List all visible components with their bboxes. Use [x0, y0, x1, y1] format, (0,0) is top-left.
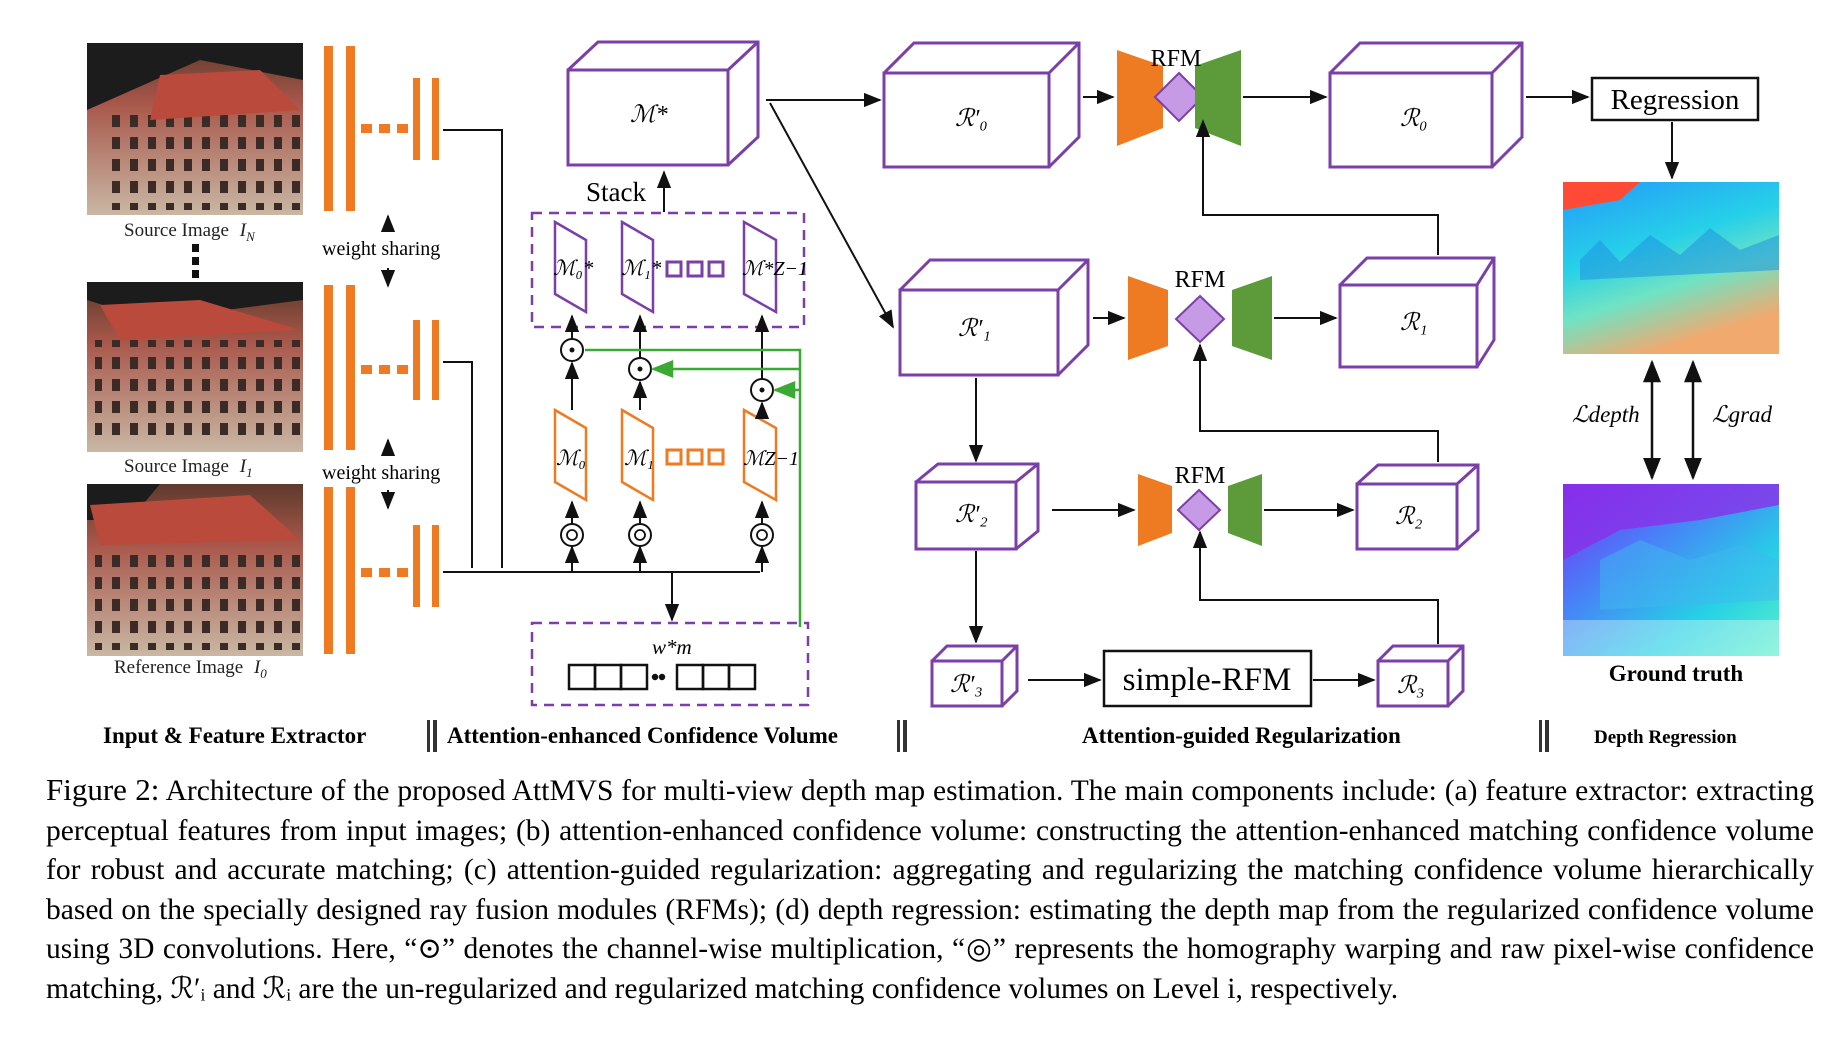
mz-label: ℳZ−1	[743, 448, 799, 470]
r0p-volume	[882, 41, 1081, 169]
rfm-label-0: RFM	[1151, 46, 1202, 72]
figure-caption-text: Architecture of the proposed AttMVS for …	[46, 775, 1814, 1005]
m1-star-slice	[620, 219, 655, 315]
rfm-block-2	[1138, 474, 1262, 546]
multiply-node-0	[560, 338, 584, 362]
predicted-depth-map	[1563, 182, 1779, 354]
mz-slice	[742, 407, 778, 503]
r2p-volume	[914, 462, 1040, 551]
source-image-1-label: Source Image I1	[124, 456, 253, 480]
m0-star-label: ℳ₀*	[553, 256, 594, 280]
attention-weight-connectors	[585, 348, 802, 627]
r3p-volume	[930, 644, 1019, 708]
source-image-1	[87, 282, 303, 452]
m0-label: ℳ₀	[556, 446, 586, 470]
feature-extractor-ref	[324, 487, 439, 654]
source-image-n	[87, 43, 303, 215]
weight-sharing-label-2: weight sharing	[322, 462, 440, 484]
ground-truth-label: Ground truth	[1609, 661, 1744, 686]
section-divider-3	[1539, 720, 1549, 752]
r2p-label: ℛ′₂	[955, 502, 988, 528]
warp-node-0	[560, 523, 584, 547]
m-star-volume	[566, 40, 760, 167]
rfm-label-2: RFM	[1175, 463, 1226, 489]
reference-image	[87, 484, 303, 656]
regression-label: Regression	[1611, 84, 1740, 116]
attention-volumes-box	[530, 211, 806, 329]
section-volume-label: Attention-enhanced Confidence Volume	[447, 723, 838, 748]
section-depth-label: Depth Regression	[1594, 727, 1737, 748]
r0-volume	[1328, 41, 1524, 169]
r1-volume	[1338, 256, 1496, 369]
section-divider-1	[427, 720, 437, 752]
figure-caption: Figure 2: Architecture of the proposed A…	[46, 770, 1814, 1009]
regression-box	[1590, 76, 1760, 122]
multiply-node-1	[628, 357, 652, 381]
feature-connectors	[443, 129, 760, 573]
simple-rfm-label: simple-RFM	[1123, 662, 1292, 698]
depth-loss-label: ℒdepth	[1572, 402, 1640, 427]
warp-node-z	[750, 523, 774, 547]
m0-slice	[553, 407, 588, 503]
ground-truth-depth-map	[1563, 484, 1779, 656]
architecture-diagram: Source Image IN Source Image I1 Referenc…	[87, 40, 1779, 752]
rfm-block-1	[1128, 276, 1272, 360]
m-star-label: ℳ*	[630, 102, 668, 128]
r3-volume	[1376, 644, 1465, 708]
r3p-label: ℛ′₃	[950, 672, 983, 698]
r1-label: ℛ₁	[1400, 310, 1428, 336]
r0p-label: ℛ′₀	[955, 106, 988, 132]
attention-ellipsis-boxes	[665, 260, 725, 278]
multiply-node-z	[750, 378, 774, 402]
section-regularization-label: Attention-guided Regularization	[1082, 723, 1401, 748]
ellipsis-dots	[192, 244, 199, 278]
warp-up-arrows	[564, 500, 770, 622]
reference-image-label: Reference Image I0	[114, 657, 267, 681]
regularization-arrows	[766, 89, 1439, 688]
m1-slice	[620, 407, 655, 503]
grad-loss-label: ℒgrad	[1712, 402, 1773, 427]
weight-box	[530, 621, 810, 707]
mz-star-label: ℳ*Z−1	[742, 258, 808, 280]
m1-star-label: ℳ₁*	[621, 256, 662, 280]
source-image-n-label: Source Image IN	[124, 220, 256, 244]
r1p-label: ℛ′₁	[958, 316, 991, 342]
weight-sharing-label-1: weight sharing	[322, 238, 440, 260]
m0-star-slice	[553, 219, 588, 315]
r2-volume	[1355, 463, 1480, 551]
rfm-label-1: RFM	[1175, 267, 1226, 293]
r2-label: ℛ₂	[1395, 504, 1423, 530]
m1-label: ℳ₁	[624, 446, 654, 470]
feature-extractor-1	[324, 285, 439, 450]
r0-label: ℛ₀	[1400, 106, 1428, 132]
weight-vector	[567, 663, 757, 691]
stack-label: Stack	[586, 177, 646, 207]
mz-star-slice	[742, 219, 778, 315]
r3-label: ℛ₃	[1397, 673, 1425, 699]
warp-node-1	[628, 523, 652, 547]
simple-rfm-box	[1102, 649, 1313, 708]
raw-ellipsis-boxes	[665, 448, 725, 466]
figure-caption-label: Figure 2:	[46, 772, 160, 807]
loss-arrows	[1643, 359, 1702, 481]
weight-label: w*m	[652, 635, 692, 659]
section-input-label: Input & Feature Extractor	[103, 723, 366, 748]
r1p-volume	[898, 258, 1090, 377]
feature-extractor-n	[324, 46, 439, 211]
raw-to-multiply-arrows	[564, 361, 770, 420]
section-divider-2	[897, 720, 907, 752]
